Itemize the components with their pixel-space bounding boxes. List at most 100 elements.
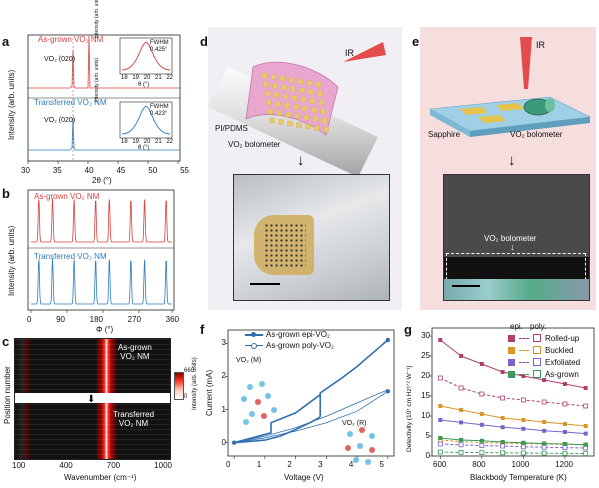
device-label-e: VO₂ bolometer (510, 130, 563, 139)
raman-ylabel: Position number (3, 366, 12, 424)
phi-top-label: As-grown VO₂ NM (34, 192, 100, 201)
det-point-epi (562, 382, 567, 386)
sapphire-device-photo (443, 174, 590, 301)
colorbar-max: 660 (184, 368, 195, 374)
bolometer-pixel (290, 86, 296, 92)
down-arrow-icon: ⬇ (87, 394, 95, 405)
bolometer-pixel (291, 95, 298, 101)
legend-row: Buckled (508, 344, 598, 356)
xrd-bottom-peak-label: VO₂ (020) (44, 117, 76, 124)
bolometer-pixel (272, 83, 278, 89)
bolometer-pixel (315, 81, 322, 88)
iv-yticks: 0 1 2 3 (221, 338, 226, 447)
det-point-poly (562, 445, 568, 450)
det-line-epi (440, 405, 586, 427)
det-point-poly (562, 401, 568, 407)
det-point-epi (479, 438, 484, 443)
legend-row: As-grown (508, 368, 598, 380)
det-point-poly (458, 385, 464, 391)
det-point-poly (500, 443, 506, 449)
bolometer-pixel (282, 93, 289, 100)
det-point-poly (520, 450, 526, 456)
det-ytick-label: 0 (425, 451, 430, 460)
scale-bar (250, 283, 280, 285)
xrd-chart (27, 34, 181, 164)
phase-r-label: VO₂ (R) (342, 420, 367, 427)
det-point-epi (521, 418, 526, 422)
det-line-epi (440, 437, 586, 446)
iv-epi-high-branch (319, 339, 389, 417)
det-point-epi (521, 426, 526, 431)
det-point-epi (500, 370, 505, 374)
inset-bottom-xlabel: θ (°) (138, 145, 150, 151)
bolometer-pixel (269, 117, 275, 124)
down-arrow-icon: ↓ (510, 242, 515, 252)
panel-label-a: a (2, 34, 10, 49)
fwhm-bottom-value: 0.423° (150, 111, 168, 117)
iv-epi-return (233, 394, 321, 444)
panel-label-b: b (2, 186, 10, 201)
bolometer-pixel (276, 110, 283, 116)
det-point-poly (520, 397, 526, 403)
det-point-epi (521, 440, 526, 445)
phi-bottom-label: Transferred VO₂ NM (34, 252, 107, 261)
det-line-epi (440, 419, 586, 435)
bolometer-pixel (270, 74, 277, 80)
bolometer-pixel (309, 98, 316, 104)
det-line-poly (440, 443, 586, 449)
det-point-epi (583, 386, 588, 390)
phi-ylabel: Intensity (arb. units) (7, 225, 16, 296)
bolometer-pixel (284, 102, 290, 109)
det-point-epi (438, 338, 443, 342)
det-point-epi (500, 425, 505, 430)
det-ytick-label: 30 (421, 331, 430, 340)
bolometer-pixel (302, 105, 308, 112)
bolometer-pixel (281, 84, 287, 91)
xrd-xlabel: 2θ (°) (92, 176, 112, 185)
det-point-epi (459, 420, 464, 425)
det-point-poly (437, 375, 443, 381)
raman-xlabel: Wavenumber (cm⁻¹) (64, 473, 137, 482)
legend-label: Buckled (545, 345, 574, 355)
legend-label: Rolled-up (545, 333, 580, 343)
bolometer-pixel (300, 96, 307, 103)
bolometer-pixel (264, 90, 271, 97)
down-arrow-icon: ↓ (297, 152, 305, 169)
iv-poly-down (234, 389, 389, 444)
det-point-epi (583, 424, 588, 428)
det-point-poly (479, 450, 485, 456)
det-point-epi (562, 430, 567, 434)
det-point-epi (500, 416, 505, 420)
det-point-poly (458, 449, 464, 455)
det-point-epi (562, 442, 567, 446)
device-label-d: VO₂ bolometer (228, 140, 281, 149)
det-point-epi (438, 436, 443, 440)
det-point-epi (521, 374, 526, 378)
det-point-epi (542, 428, 547, 433)
phi-bottom-trace (31, 258, 172, 305)
det-point-poly (479, 443, 485, 448)
legend-label: As-grown (545, 369, 579, 379)
iv-marker (231, 440, 237, 445)
scale-bar (452, 285, 480, 287)
det-point-epi (459, 438, 464, 442)
detectivity-chart (429, 327, 595, 459)
panel-label-g: g (404, 322, 412, 337)
det-point-epi (500, 440, 505, 444)
bolometer-pixel (303, 114, 310, 121)
iv-poly-up (234, 390, 389, 444)
bolometer-pixel (312, 116, 319, 122)
bolometer-pixel (261, 72, 268, 79)
legend-epi: As-grown epi-VO₂ (245, 330, 330, 339)
inset-top-ylabel: Intensity (arb. units) (94, 0, 100, 38)
panel-label-d: d (200, 34, 208, 49)
iv-marker (385, 389, 391, 394)
